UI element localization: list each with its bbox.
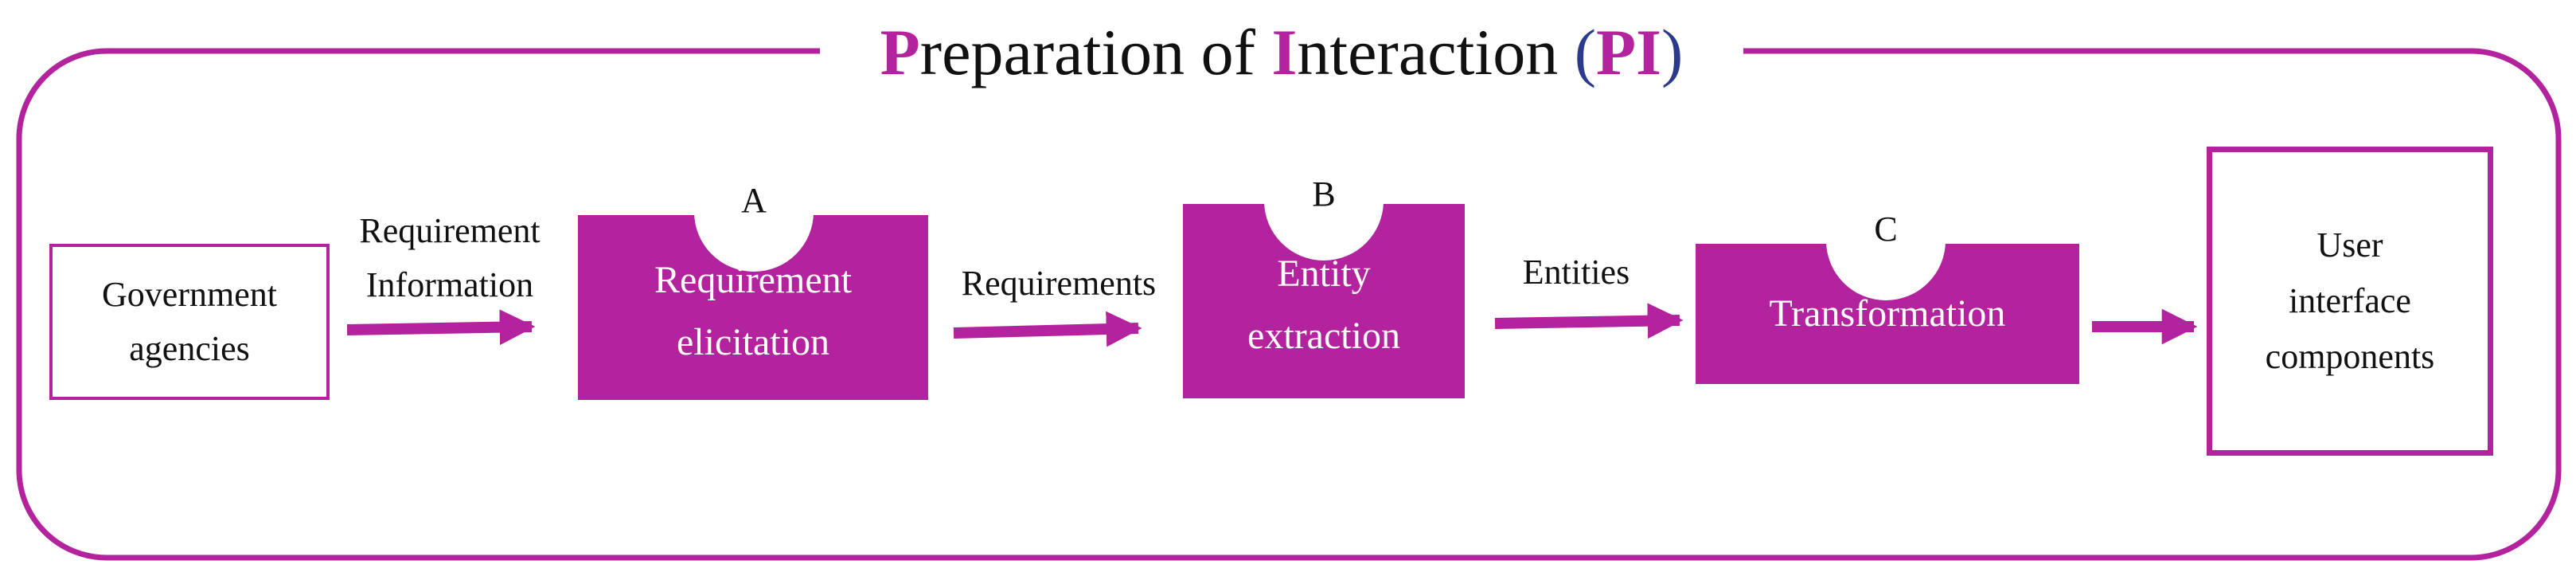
step-c-letter: C (1874, 210, 1898, 249)
title-abbrev: PI (1596, 16, 1662, 88)
title-close-paren: ) (1661, 16, 1684, 88)
node-user-interface-components: User interface components (2207, 147, 2493, 456)
edge-label-entities: Entities (1522, 253, 1630, 292)
node-ui-line2: interface (2289, 281, 2411, 320)
node-government-agencies: Government agencies (49, 244, 330, 400)
node-ui-line1: User (2316, 225, 2383, 265)
step-b-line2: extraction (1247, 315, 1400, 357)
title-open-paren: ( (1574, 16, 1597, 88)
edge-label-requirements: Requirements (961, 264, 1157, 303)
title-i-letter: I (1271, 16, 1298, 88)
step-a-line2: elicitation (677, 321, 829, 363)
arrow-entities (1494, 303, 1684, 339)
arrow-requirements (953, 311, 1142, 347)
diagram-title: Preparation of Interaction (PI) (820, 5, 1743, 100)
edge-label-line2: Information (365, 265, 534, 304)
edge-label-requirement-information: Requirement Information (334, 204, 565, 312)
edge-label-line1: Requirement (359, 211, 541, 250)
node-government-agencies-line2: agencies (129, 329, 250, 368)
arrow-info-to-elicitation (346, 309, 536, 346)
step-a-letter: A (741, 181, 767, 220)
node-government-agencies-line1: Government (102, 275, 277, 314)
title-p-letter: P (880, 16, 920, 88)
node-ui-line3: components (2265, 337, 2435, 376)
step-b-entity-extraction: Entity extraction (1183, 204, 1465, 398)
title-i-rest: nteraction (1297, 16, 1575, 88)
title-p-rest: reparation of (919, 16, 1272, 88)
step-b-letter: B (1312, 174, 1336, 214)
